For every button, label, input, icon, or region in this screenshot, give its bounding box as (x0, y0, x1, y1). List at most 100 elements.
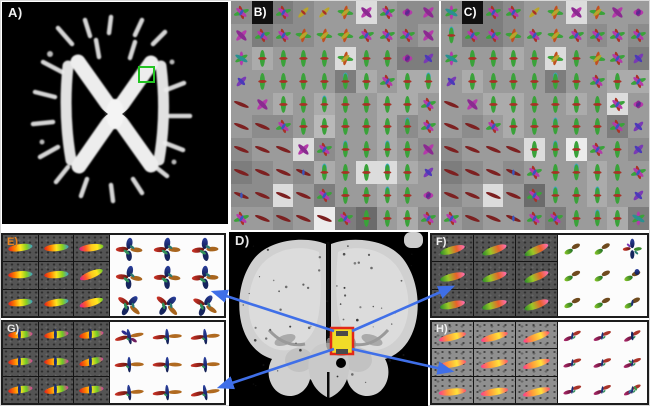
odf-cell (397, 69, 419, 93)
odf-cell (565, 138, 587, 162)
odf-cell (355, 69, 377, 93)
microscopy-tile (432, 289, 473, 316)
odf-cell (376, 115, 398, 139)
microscopy-tile (515, 322, 557, 349)
odf-cell (607, 207, 629, 230)
odf-cell (482, 184, 504, 208)
microscopy-tile (74, 376, 110, 403)
microscopy-tile (74, 349, 110, 376)
odf-cell (441, 184, 462, 208)
panel-f: F) (430, 233, 649, 318)
odf-grid-e (110, 235, 224, 317)
odf-cell (418, 92, 439, 116)
odf-cell (461, 92, 483, 116)
microscopy-tile (432, 235, 473, 262)
odf-glyph (617, 349, 647, 376)
odf-glyph (186, 350, 224, 378)
odf-cell (544, 92, 566, 116)
micro-grid-g (3, 322, 111, 403)
microscopy-tile (473, 376, 515, 403)
panel-e: E) (1, 233, 226, 318)
odf-glyph (587, 289, 617, 316)
panel-g-label: G) (7, 323, 20, 335)
odf-glyph (110, 263, 148, 291)
odf-cell (461, 207, 483, 230)
odf-glyph (110, 350, 148, 378)
microscopy-tile (74, 322, 110, 349)
panel-e-label: E) (7, 236, 18, 248)
odf-cell (314, 207, 335, 230)
odf-cell (314, 69, 335, 93)
microscopy-tile (473, 235, 515, 262)
panel-h-label: H) (436, 323, 448, 335)
panel-label: C) (461, 1, 483, 24)
odf-cell (293, 23, 315, 47)
odf-cell (418, 161, 439, 185)
odf-cell (586, 23, 608, 47)
microscopy-tile (3, 349, 38, 376)
odf-cell (461, 184, 483, 208)
odf-glyph (186, 322, 224, 350)
odf-cell (334, 92, 356, 116)
odf-cell (482, 207, 504, 230)
odf-cell (524, 69, 545, 93)
odf-cell (565, 46, 587, 70)
microscopy-tile (38, 349, 74, 376)
odf-cell (524, 46, 545, 70)
odf-cell (524, 207, 545, 230)
odf-glyph (186, 235, 224, 263)
odf-cell (418, 23, 439, 47)
odf-cell (355, 184, 377, 208)
odf-cell (607, 138, 629, 162)
odf-cell (355, 207, 377, 230)
odf-cell (565, 69, 587, 93)
odf-cell (355, 138, 377, 162)
odf-cell (251, 161, 273, 185)
odf-glyph (110, 235, 148, 263)
axial-brain-image (2, 2, 228, 224)
odf-cell (607, 69, 629, 93)
odf-cell (293, 1, 315, 24)
odf-glyph (186, 379, 224, 406)
odf-cell (628, 1, 649, 24)
odf-cell (272, 92, 294, 116)
odf-cell (334, 184, 356, 208)
odf-cell (231, 23, 252, 47)
odf-cell (628, 115, 649, 139)
odf-cell (355, 161, 377, 185)
odf-cell (397, 92, 419, 116)
odf-cell (461, 46, 483, 70)
microscopy-tile (3, 322, 38, 349)
odf-glyph (558, 262, 588, 289)
odf-cell (314, 92, 335, 116)
odf-glyph (148, 292, 186, 320)
odf-cell (441, 161, 462, 185)
odf-cell (376, 46, 398, 70)
odf-cell (461, 138, 483, 162)
panel-d-label: D) (235, 233, 250, 248)
odf-cell (544, 115, 566, 139)
odf-cell (441, 46, 462, 70)
panel-a: A) (2, 2, 228, 224)
odf-cell (272, 161, 294, 185)
odf-cell (628, 46, 649, 70)
odf-cell (565, 207, 587, 230)
odf-cell (231, 115, 252, 139)
roi-box-green (138, 66, 155, 83)
odf-cell (503, 46, 525, 70)
tissue-hole (336, 358, 346, 368)
odf-cell (607, 115, 629, 139)
odf-glyph (558, 289, 588, 316)
odf-cell (376, 161, 398, 185)
odf-cell (524, 184, 545, 208)
microscopy-tile (432, 262, 473, 289)
odf-glyph (617, 322, 647, 349)
odf-cell (607, 161, 629, 185)
microscopy-tile (473, 289, 515, 316)
odf-cell (586, 46, 608, 70)
odf-cell (418, 184, 439, 208)
glyph-grid-c: C) (441, 1, 649, 230)
coronal-brain-image (229, 232, 428, 406)
odf-cell (441, 69, 462, 93)
corner-tissue-blob (404, 232, 423, 248)
